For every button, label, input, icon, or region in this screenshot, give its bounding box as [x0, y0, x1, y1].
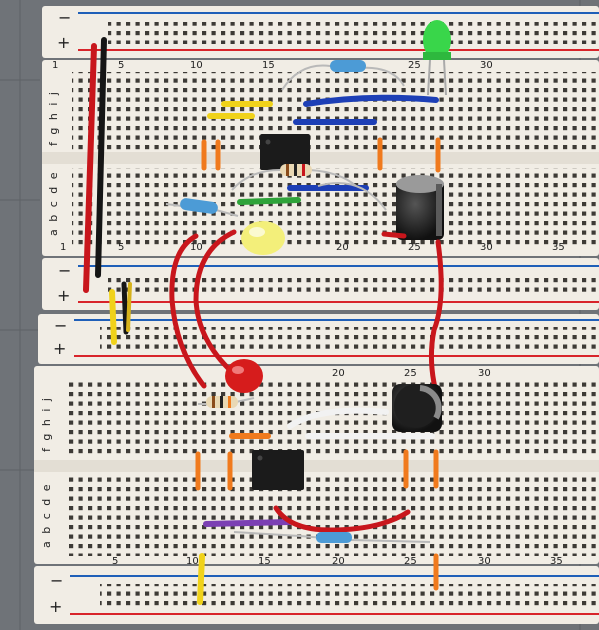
red-long-wire [428, 239, 444, 395]
row-one-label: 1 [52, 60, 58, 71]
rail-minus-mark: − [58, 8, 71, 27]
bottom-resistor [316, 532, 352, 543]
chip-notch [265, 139, 271, 145]
blue-jumper-wire [303, 94, 439, 107]
row-letters-lower: a b c d e [47, 170, 60, 236]
lower-holes [72, 168, 598, 246]
capacitor-stripe [419, 385, 442, 420]
capacitor-bottom-face [394, 384, 438, 428]
center-channel [42, 152, 599, 164]
bottom-breadboard: − + 20 25 30 5 10 15 20 25 30 35 f g h i… [34, 314, 599, 624]
col-number: 5 [112, 556, 118, 567]
red-led [225, 359, 263, 393]
row-letters-upper: f g h i j [47, 90, 60, 146]
red-power-wire [83, 43, 97, 293]
left-resistor [180, 198, 218, 214]
col-number: 25 [408, 242, 421, 253]
purple-jumper-wire [203, 519, 293, 527]
black-rail-wire [121, 281, 129, 335]
rail-plus-mark: + [53, 339, 66, 358]
top-breadboard: − + 5 10 15 20 25 30 1 5 10 15 20 25 30 … [42, 6, 599, 310]
rail-plus-mark: + [57, 33, 70, 52]
col-number: 20 [336, 242, 349, 253]
upper-holes [68, 378, 598, 458]
col-number: 10 [190, 242, 203, 253]
red-led-shine [232, 366, 244, 374]
capacitor-top-cap [396, 175, 444, 193]
col-number: 35 [550, 556, 563, 567]
yellow-led [241, 221, 285, 255]
white-jumper-wire [287, 407, 389, 429]
col-number: 15 [262, 60, 275, 71]
led-lead [443, 59, 447, 96]
rail-plus-mark: + [49, 597, 62, 616]
rail-minus-mark: − [50, 571, 63, 590]
col-number: 25 [404, 368, 417, 379]
capacitor-top [396, 180, 444, 240]
red-long-wire [169, 233, 207, 389]
red-long-wire [193, 229, 237, 375]
ic-chip-bottom [252, 450, 304, 490]
rail-holes [100, 327, 598, 349]
yellow-rail-wire [126, 282, 132, 332]
col-number: 15 [258, 556, 271, 567]
rail-minus-mark: − [58, 261, 71, 280]
col-number: 20 [332, 556, 345, 567]
center-channel [34, 460, 599, 472]
bottom-circuit [195, 359, 442, 605]
yellow-rail-wire [109, 289, 117, 345]
rail-holes [108, 274, 598, 296]
ic-chip-top [260, 134, 310, 170]
capacitor-lead [317, 182, 387, 211]
green-led-rim [423, 52, 451, 60]
rail-minus-mark: − [54, 316, 67, 335]
col-number: 5 [118, 242, 124, 253]
col-number: 25 [404, 556, 417, 567]
row-letters-upper: f g h i j [40, 396, 53, 452]
col-number: 30 [478, 556, 491, 567]
top-resistor [330, 60, 366, 72]
rail-holes [100, 584, 598, 606]
col-number: 30 [480, 242, 493, 253]
col-number: 5 [118, 60, 124, 71]
top-circuit [83, 20, 451, 345]
lower-holes [68, 476, 598, 556]
chip-notch [257, 455, 263, 461]
green-led [423, 20, 451, 60]
col-number: 10 [186, 556, 199, 567]
col-number: 10 [190, 60, 203, 71]
yellow-jumper-wire [197, 553, 205, 605]
col-number: 30 [480, 60, 493, 71]
led-lead [427, 59, 431, 96]
yellow-led-shine [249, 227, 265, 237]
col-number: 20 [332, 368, 345, 379]
col-number: 25 [408, 60, 421, 71]
col-number: 1 [60, 242, 66, 253]
black-power-wire [95, 37, 107, 278]
red-jumper-wire [273, 505, 411, 533]
row-letters-lower: a b c d e [40, 482, 53, 548]
green-jumper-wire [237, 197, 301, 205]
rail-plus-mark: + [57, 286, 70, 305]
col-number: 35 [552, 242, 565, 253]
capacitor-stripe [436, 184, 442, 236]
rail-holes [108, 22, 598, 44]
red-short-wire [381, 231, 407, 239]
col-number: 30 [478, 368, 491, 379]
upper-holes [72, 72, 598, 150]
